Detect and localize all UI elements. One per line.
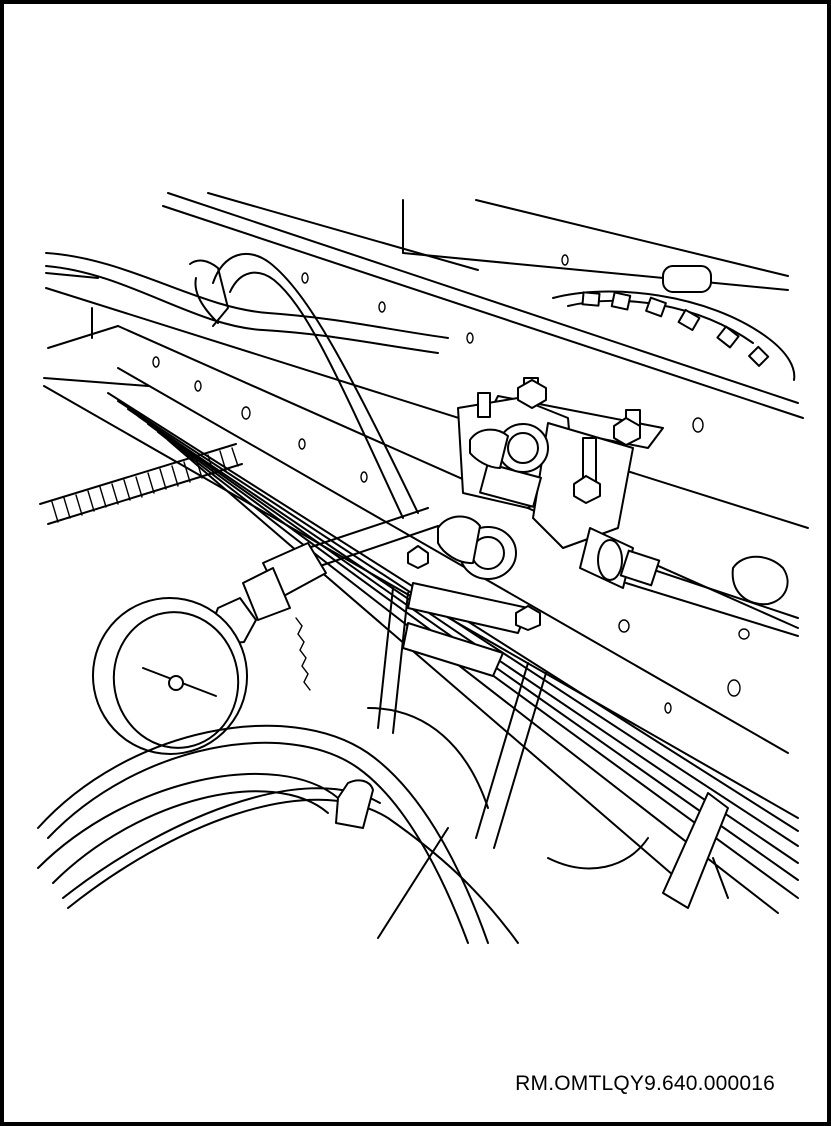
pressure-gauge: [91, 597, 249, 755]
mechanical-illustration: [37, 192, 809, 944]
leaf-spring: [43, 377, 799, 914]
test-hose: [212, 253, 419, 519]
valve-assembly: [407, 377, 799, 637]
figure-reference-code: RM.OMTLQY9.640.000016: [515, 1072, 775, 1095]
hub-knob: [731, 555, 789, 606]
upper-hose-loop: [45, 252, 449, 354]
wheel-brake-drum: [552, 265, 796, 381]
serrated-edge: [295, 617, 311, 691]
gauge-line-tube: [211, 507, 439, 645]
frame-rail: [45, 192, 809, 754]
frame-rivet-holes: [152, 254, 750, 714]
corrugated-conduit: [39, 443, 243, 525]
lower-hoses: [37, 707, 649, 944]
